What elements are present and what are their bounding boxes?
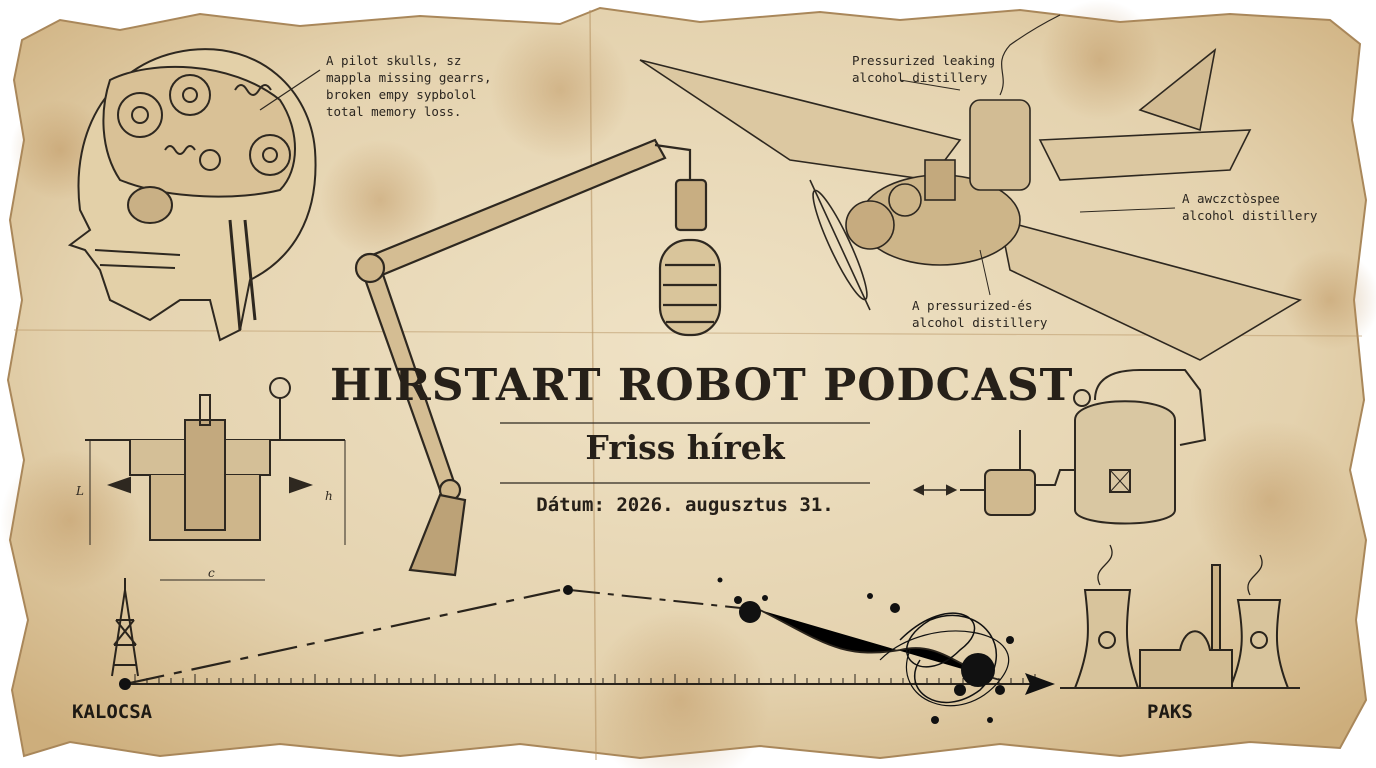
dim-label-h: h xyxy=(325,489,333,503)
page-title: HIRSTART ROBOT PODCAST xyxy=(330,360,1074,411)
route-start-label: KALOCSA xyxy=(72,701,153,723)
microphone-boom-illustration xyxy=(354,138,722,577)
dim-label-l: L xyxy=(75,484,84,498)
arrow-head-icon xyxy=(1025,673,1055,695)
date-line: Dátum: 2026. augusztus 31. xyxy=(536,494,834,516)
route-end-label: PAKS xyxy=(1147,701,1193,723)
flying-machine-illustration xyxy=(639,14,1303,361)
distillery-note-bottom: A pressurized-és alcohol distillery xyxy=(912,298,1048,330)
distillery-note-right: A awczctòspee alcohol distillery xyxy=(1182,191,1318,223)
route-timeline xyxy=(119,585,1055,695)
skull-gears-illustration xyxy=(67,48,321,342)
nuclear-plant-icon xyxy=(1060,544,1300,689)
distillery-tank-illustration xyxy=(912,369,1207,525)
distillery-note-top: Pressurized leaking alcohol distillery xyxy=(852,53,995,85)
skull-note: A pilot skulls, sz mappla missing gearrs… xyxy=(326,53,492,119)
ink-splatter xyxy=(717,577,1014,724)
piston-blueprint-illustration xyxy=(85,377,346,581)
radio-tower-icon xyxy=(111,578,139,677)
subtitle: Friss hírek xyxy=(585,428,785,467)
dim-label-c: c xyxy=(208,566,215,580)
